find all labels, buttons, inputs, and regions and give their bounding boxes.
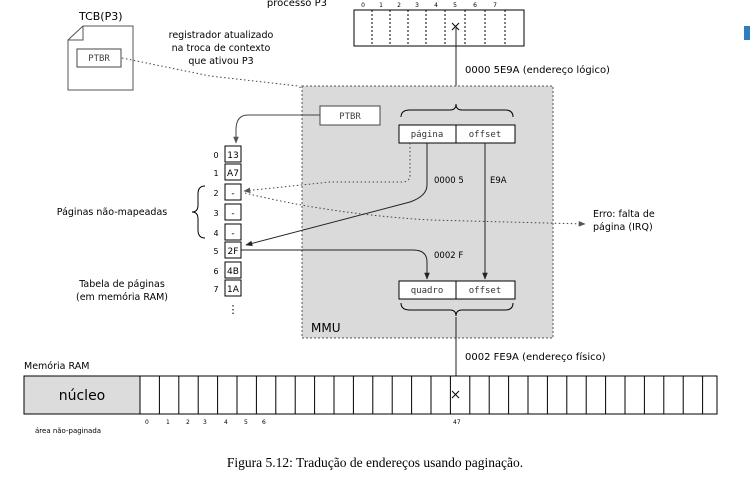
page-table-entry: - — [231, 209, 234, 219]
page-table-label-line: Tabela de páginas — [78, 279, 165, 290]
ram-frame-index: 6 — [262, 419, 266, 426]
ram-frames — [158, 376, 704, 414]
frame-field-label: quadro — [411, 286, 444, 296]
page-table-entry: 2F — [228, 247, 239, 257]
page-table-entry: - — [231, 189, 234, 199]
mmu-label: MMU — [311, 321, 341, 335]
physical-address-brace — [400, 302, 514, 317]
page-table-entry: 4B — [227, 267, 239, 277]
unmapped-pages-brace — [191, 185, 206, 239]
process-page-index: 3 — [415, 2, 419, 9]
page-table-entry: 13 — [227, 151, 238, 161]
ram-frame-index: 3 — [203, 419, 207, 426]
process-access-mark — [451, 22, 460, 31]
page-fault-arrow — [244, 192, 586, 227]
page-field-label: página — [411, 130, 444, 140]
figure-caption: Figura 5.12: Tradução de endereços usand… — [227, 455, 523, 470]
offset-value: E9A — [490, 176, 507, 186]
page-table-index: 5 — [213, 247, 218, 256]
process-page-index: 1 — [379, 2, 383, 9]
error-note-line: Erro: falta de — [593, 209, 655, 220]
page-table-index: 7 — [213, 285, 218, 294]
process-label: processo P3 — [267, 0, 327, 9]
page-table — [224, 145, 242, 297]
ram-label: Memória RAM — [24, 361, 89, 372]
process-page-index: 5 — [453, 2, 457, 9]
unmapped-pages-label: Páginas não-mapeadas — [57, 207, 167, 218]
ram-frame-index: 0 — [145, 419, 149, 426]
page-table-ellipsis: ⋮ — [228, 303, 239, 316]
context-note-line: registrador atualizado — [169, 30, 274, 41]
offset-out-field — [455, 280, 516, 300]
logical-address: 0000 5E9A (endereço lógico) — [465, 64, 610, 76]
page-table-index: 3 — [213, 209, 218, 218]
process-page-index: 4 — [434, 2, 438, 9]
offset-out-field-label: offset — [469, 286, 502, 296]
tcb-title: TCB(P3) — [78, 10, 123, 23]
page-table-index: 0 — [213, 151, 218, 160]
ptbr-to-table-arrow — [233, 114, 320, 144]
ram-frame-index: 5 — [244, 419, 248, 426]
mmu-ptbr-label: PTBR — [339, 112, 361, 122]
page-number-value: 0000 5 — [434, 176, 464, 186]
ram-frame-index: 47 — [453, 419, 461, 426]
process-page-index: 6 — [473, 2, 477, 9]
frame-number-value: 0002 F — [434, 251, 463, 261]
process-page-index: 2 — [397, 2, 401, 9]
unmapped-lookup-arrow — [243, 143, 411, 194]
tcb-ptbr-box — [76, 48, 122, 68]
page-table-entry: 1A — [227, 285, 240, 295]
ram-frame-index: 4 — [224, 419, 228, 426]
non-paged-area-label: área não-paginada — [35, 427, 101, 435]
kernel-area — [23, 375, 141, 415]
ram-access-mark — [451, 390, 460, 399]
physical-address: 0002 FE9A (endereço físico) — [465, 351, 606, 363]
ptbr-load-arrow — [121, 57, 320, 101]
edge-marker — [744, 26, 750, 40]
offset-field-label: offset — [469, 130, 502, 140]
page-table-index: 2 — [213, 189, 218, 198]
page-table-index: 1 — [213, 169, 218, 178]
process-page-index: 7 — [493, 2, 497, 9]
process-page-index: 0 — [361, 2, 365, 9]
tcb-ptbr-label: PTBR — [88, 54, 110, 64]
page-table-index: 6 — [213, 267, 218, 276]
page-table-entry: - — [231, 229, 234, 239]
page-table-entry: A7 — [227, 169, 239, 179]
kernel-label: núcleo — [59, 388, 106, 404]
page-table-index: 4 — [213, 229, 218, 238]
ram-frame-index: 1 — [166, 419, 170, 426]
page-lookup-arrow — [245, 143, 428, 247]
frame-number-arrow — [241, 249, 430, 280]
error-note-line: página (IRQ) — [593, 222, 653, 233]
ram-frame-index: 2 — [186, 419, 190, 426]
logical-address-brace — [400, 103, 514, 118]
context-note-line: que ativou P3 — [188, 56, 253, 67]
process-address-space — [353, 9, 525, 47]
context-note-line: na troca de contexto — [172, 43, 271, 54]
page-table-label-line: (em memória RAM) — [76, 292, 168, 303]
